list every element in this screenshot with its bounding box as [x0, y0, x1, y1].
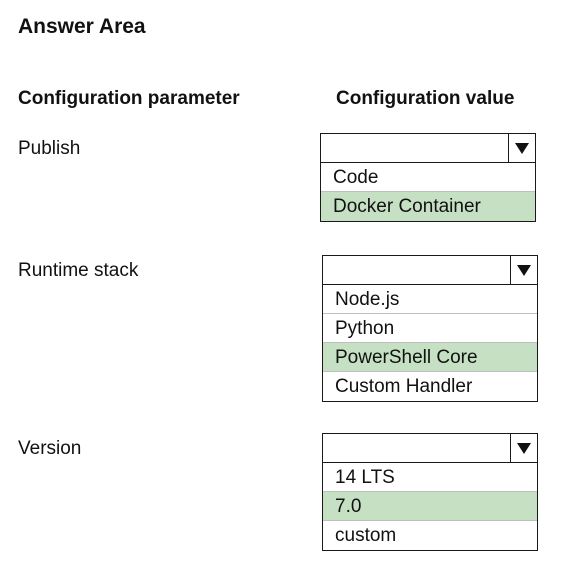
publish-option-code[interactable]: Code [321, 163, 535, 192]
parameter-column-header: Configuration parameter [18, 88, 240, 109]
publish-dropdown[interactable]: Code Docker Container [320, 133, 536, 222]
version-option-custom[interactable]: custom [335, 525, 397, 546]
version-dropdown-header[interactable] [323, 434, 537, 463]
version-label: Version [18, 438, 82, 459]
version-option-7-0[interactable]: 7.0 [323, 492, 537, 521]
runtime-stack-label: Runtime stack [18, 260, 139, 281]
triangle-down-icon [517, 264, 531, 276]
triangle-down-icon [517, 442, 531, 454]
runtime-option-nodejs[interactable]: Node.js [323, 285, 537, 314]
version-dropdown[interactable]: 14 LTS 7.0 custom [322, 433, 538, 551]
answer-area-title: Answer Area [18, 15, 146, 38]
runtime-stack-dropdown-header[interactable] [323, 256, 537, 285]
value-column-header: Configuration value [336, 88, 515, 109]
publish-option-docker-container[interactable]: Docker Container [321, 192, 535, 221]
runtime-stack-dropdown-toggle[interactable] [510, 256, 537, 284]
publish-label: Publish [18, 138, 81, 159]
runtime-option-custom-handler[interactable]: Custom Handler [335, 376, 473, 397]
publish-dropdown-header[interactable] [321, 134, 535, 163]
version-dropdown-toggle[interactable] [510, 434, 537, 462]
runtime-option-python[interactable]: Python [323, 314, 537, 343]
publish-dropdown-toggle[interactable] [508, 134, 535, 162]
runtime-stack-dropdown[interactable]: Node.js Python PowerShell Core Custom Ha… [322, 255, 538, 402]
version-option-14-lts[interactable]: 14 LTS [323, 463, 537, 492]
triangle-down-icon [515, 142, 529, 154]
runtime-option-powershell-core[interactable]: PowerShell Core [323, 343, 537, 372]
